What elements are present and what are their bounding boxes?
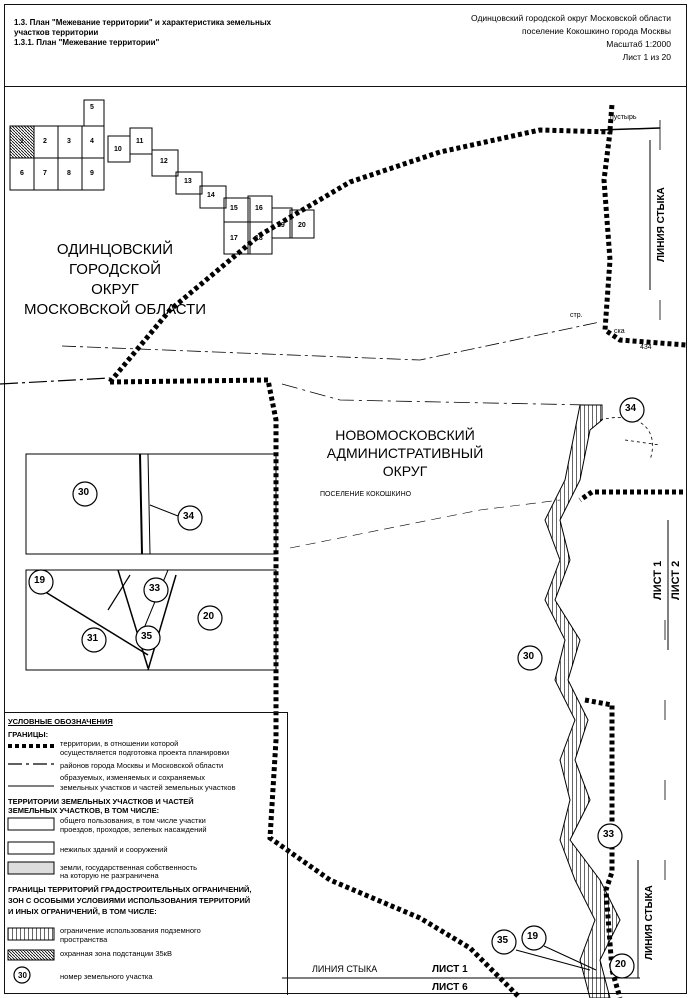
- settlement-label: ПОСЕЛЕНИЕ КОКОШКИНО: [320, 491, 412, 498]
- parcel-20-label: 20: [615, 959, 627, 970]
- legend-t3-line1: земли, государственная собственность: [60, 863, 198, 872]
- key-cell-10: 10: [114, 146, 122, 153]
- legend-parcel-number: номер земельного участка: [60, 972, 153, 981]
- map-note-top-right: пустырь: [610, 114, 637, 121]
- sheet-1-vertical-label: ЛИСТ 1: [652, 560, 664, 600]
- header-divider: [4, 86, 687, 87]
- inset2-parcel-20-label: 20: [203, 611, 215, 622]
- inset2-parcel-33-label: 33: [149, 583, 161, 594]
- scale-line: Масштаб 1:2000: [606, 39, 671, 49]
- title-block-right: Одинцовский городской округ Московской о…: [371, 12, 671, 64]
- title-line-1: 1.3. План "Межевание территории" и харак…: [14, 18, 272, 27]
- sheet-2-vertical-label: ЛИСТ 2: [670, 560, 682, 600]
- parcel-19-label: 19: [527, 931, 539, 942]
- legend-title: УСЛОВНЫЕ ОБОЗНАЧЕНИЯ: [8, 717, 113, 726]
- sheet-frame: [4, 4, 687, 994]
- inset-parcel-30-34: [25, 453, 277, 555]
- legend-t1-line2: проездов, проходов, зеленых насаждений: [60, 825, 207, 834]
- legend-b3-line1: образуемых, изменяемых и сохраняемых: [60, 773, 206, 782]
- planning-area-boundary: [108, 103, 687, 998]
- settlement-line: поселение Кокошкино города Москвы: [522, 26, 671, 36]
- key-cell-15: 15: [230, 205, 238, 212]
- key-cell-12: 12: [160, 158, 168, 165]
- sheet-1-horizontal-label: ЛИСТ 1: [432, 964, 468, 975]
- legend-limits-line2: ЗОН С ОСОБЫМИ УСЛОВИЯМИ ИСПОЛЬЗОВАНИЯ ТЕ…: [8, 896, 251, 905]
- key-cell-19: 19: [277, 222, 285, 229]
- key-cell-17: 17: [230, 235, 238, 242]
- map-note-str: стр.: [570, 312, 583, 319]
- key-map-grid: [9, 99, 315, 255]
- key-cell-2: 2: [43, 138, 47, 145]
- key-cell-18: 18: [255, 235, 263, 242]
- legend-symbols: [7, 744, 55, 961]
- sheet-6-horizontal-label: ЛИСТ 6: [432, 982, 468, 993]
- parcel-30-label: 30: [523, 651, 535, 662]
- legend-l1-line2: пространства: [60, 935, 108, 944]
- key-cell-11: 11: [136, 138, 144, 145]
- parcel-34-label: 34: [625, 403, 637, 414]
- key-cell-5: 5: [90, 104, 94, 111]
- legend-parcel-number-sample: 30: [18, 971, 27, 980]
- key-cell-4: 4: [90, 138, 94, 145]
- hatched-parcel-strip: [544, 404, 621, 998]
- join-line-label-bottom: ЛИНИЯ СТЫКА: [644, 885, 655, 960]
- key-cell-13: 13: [184, 178, 192, 185]
- legend-t1-line1: общего пользования, в том числе участки: [60, 816, 206, 825]
- inset2-parcel-35-label: 35: [141, 631, 153, 642]
- odintsovo-district-label: ОДИНЦОВСКИЙ ГОРОДСКОЙ ОКРУГ МОСКОВСКОЙ О…: [23, 241, 207, 318]
- legend-t3-line2: на которую не разграничена: [60, 871, 159, 880]
- key-cell-9: 9: [90, 170, 94, 177]
- title-line-2: участков территории: [14, 28, 99, 37]
- title-line-3: 1.3.1. План "Межевание территории": [14, 38, 160, 47]
- novomoskovsky-district-label: НОВОМОСКОВСКИЙ АДМИНИСТРАТИВНЫЙ ОКРУГ: [326, 427, 484, 479]
- join-line-label-top: ЛИНИЯ СТЫКА: [656, 187, 667, 262]
- inset2-parcel-31-label: 31: [87, 633, 99, 644]
- key-cell-1: 1: [20, 138, 24, 145]
- legend-territories-line1: ТЕРРИТОРИИ ЗЕМЕЛЬНЫХ УЧАСТКОВ И ЧАСТЕЙ: [8, 797, 194, 806]
- legend-b1-line1: территории, в отношении которой: [60, 739, 179, 748]
- parcel-leader-lines: [515, 945, 597, 971]
- key-cell-8: 8: [67, 170, 71, 177]
- title-block-left: 1.3. План "Межевание территории" и харак…: [14, 18, 374, 48]
- legend-boundaries-heading: ГРАНИЦЫ:: [8, 730, 49, 739]
- key-cell-16: 16: [255, 205, 263, 212]
- legend-t2: нежилых зданий и сооружений: [60, 845, 168, 854]
- parcel-35-label: 35: [497, 935, 509, 946]
- legend-limits-line3: И ИНЫХ ОГРАНИЧЕНИЙ, В ТОМ ЧИСЛЕ:: [8, 907, 157, 916]
- district-line: Одинцовский городской округ Московской о…: [471, 13, 671, 23]
- legend-l2: охранная зона подстанции 35кВ: [60, 949, 172, 958]
- legend-b3-line2: земельных участков и частей земельных уч…: [60, 783, 236, 792]
- inset2-parcel-19-label: 19: [34, 575, 46, 586]
- key-cell-7: 7: [43, 170, 47, 177]
- legend-b2: районов города Москвы и Московской облас…: [60, 761, 224, 770]
- inset1-parcel-34-label: 34: [183, 511, 195, 522]
- key-cell-20: 20: [298, 222, 306, 229]
- map-note-ska: ска: [614, 328, 625, 335]
- key-cell-3: 3: [67, 138, 71, 145]
- legend-panel: УСЛОВНЫЕ ОБОЗНАЧЕНИЯ ГРАНИЦЫ: территории…: [4, 712, 288, 995]
- key-cell-6: 6: [20, 170, 24, 177]
- sheet-number-line: Лист 1 из 20: [622, 52, 671, 62]
- legend-l1-line1: ограничение использования подземного: [60, 926, 201, 935]
- key-cell-14: 14: [207, 192, 215, 199]
- legend-territories-line2: ЗЕМЕЛЬНЫХ УЧАСТКОВ, В ТОМ ЧИСЛЕ:: [8, 806, 160, 815]
- district-boundary-lines: [0, 127, 661, 549]
- inset1-parcel-30-label: 30: [78, 487, 90, 498]
- legend-b1-line2: осуществляется подготовка проекта планир…: [60, 748, 230, 757]
- map-misc-marks: [599, 120, 666, 880]
- join-line-horizontal-label: ЛИНИЯ СТЫКА: [312, 964, 378, 974]
- parcel-33-label: 33: [603, 829, 615, 840]
- legend-limits-line1: ГРАНИЦЫ ТЕРРИТОРИЙ ГРАДОСТРОИТЕЛЬНЫХ ОГР…: [8, 885, 252, 894]
- parcel-number-circles: [13, 397, 645, 984]
- map-note-434: 434: [640, 344, 652, 351]
